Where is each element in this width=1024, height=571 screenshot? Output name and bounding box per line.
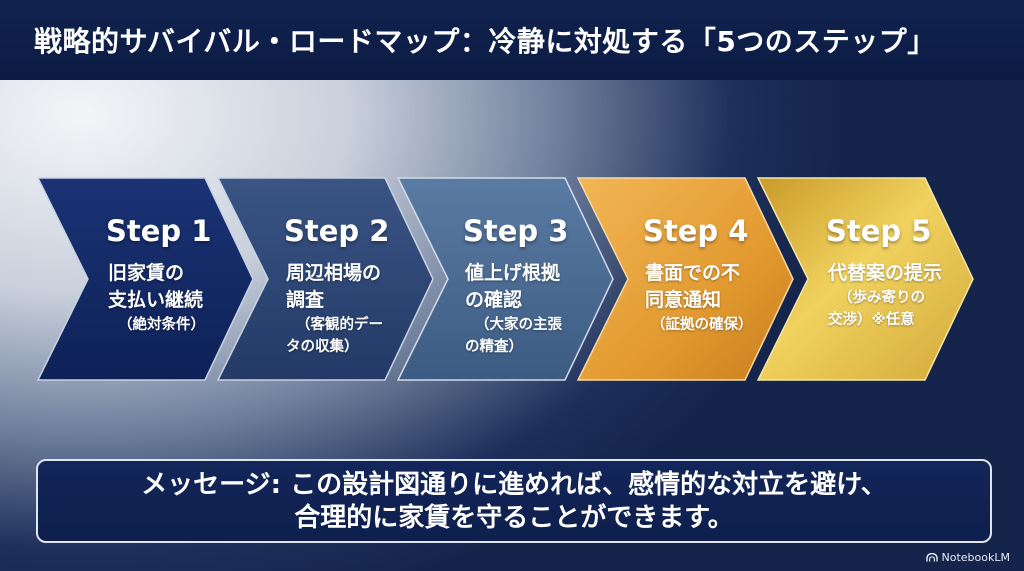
step-2-main-line-2: 調査 [286,289,325,311]
step-5-sub-line-1: （歩み寄りの [838,290,925,306]
step-3-chevron [396,177,614,381]
step-4-sub-line-1: （証拠の確保） [651,317,753,333]
step-4-label: Step 4 [643,214,749,248]
message-line-1: メッセージ: この設計図通りに進めれば、感情的な対立を避け、 [141,470,887,500]
page-title: 戦略的サバイバル・ロードマップ：冷静に対処する「5つのステップ」 [34,25,936,58]
step-5-main-line-1: 代替案の提示 [828,262,943,284]
step-5: Step 5 代替案の提示 （歩み寄りの 交渉）※任意 [826,178,966,380]
message-box: メッセージ: この設計図通りに進めれば、感情的な対立を避け、 合理的に家賃を守る… [36,459,992,543]
step-2-chevron [216,177,434,381]
step-1-main-line-2: 支払い継続 [108,289,204,311]
notebooklm-brand: NotebookLM [925,551,1010,564]
step-4-description: 書面での不 同意通知 （証拠の確保） [645,260,785,336]
step-3: Step 3 値上げ根拠 の確認 （大家の主張 の精査） [463,178,603,380]
step-4-chevron [576,177,794,381]
step-3-sub-line-1: （大家の主張 [475,317,562,333]
step-1-description: 旧家賃の 支払い継続 （絶対条件） [108,260,248,336]
step-5-label: Step 5 [826,214,932,248]
step-3-sub-line-2: の精査） [465,339,523,355]
step-3-label: Step 3 [463,214,569,248]
message-line-2: 合理的に家賃を守ることができます。 [294,503,734,533]
step-2-sub-line-2: タの収集） [286,339,359,355]
step-5-description: 代替案の提示 （歩み寄りの 交渉）※任意 [828,260,968,331]
step-1-label: Step 1 [106,214,212,248]
step-4-main-line-1: 書面での不 [645,262,741,284]
brand-name: NotebookLM [941,551,1010,564]
step-2-sub-line-1: （客観的デー [296,317,383,333]
step-1-main-line-1: 旧家賃の [108,262,185,284]
step-5-chevron [756,177,974,381]
step-4: Step 4 書面での不 同意通知 （証拠の確保） [643,178,783,380]
step-3-main-line-2: の確認 [465,289,523,311]
step-1: Step 1 旧家賃の 支払い継続 （絶対条件） [106,178,246,380]
step-5-sub-line-2: 交渉）※任意 [828,312,915,328]
header-bar: 戦略的サバイバル・ロードマップ：冷静に対処する「5つのステップ」 [0,0,1024,80]
step-1-sub-line-1: （絶対条件） [118,317,205,333]
step-1-chevron [36,177,254,381]
step-2: Step 2 周辺相場の 調査 （客観的デー タの収集） [284,178,424,380]
step-2-description: 周辺相場の 調査 （客観的デー タの収集） [286,260,426,358]
step-3-main-line-1: 値上げ根拠 [465,262,561,284]
step-2-label: Step 2 [284,214,390,248]
notebooklm-logo-icon [925,553,938,562]
step-4-main-line-2: 同意通知 [645,289,722,311]
step-2-main-line-1: 周辺相場の [286,262,382,284]
step-3-description: 値上げ根拠 の確認 （大家の主張 の精査） [465,260,605,358]
